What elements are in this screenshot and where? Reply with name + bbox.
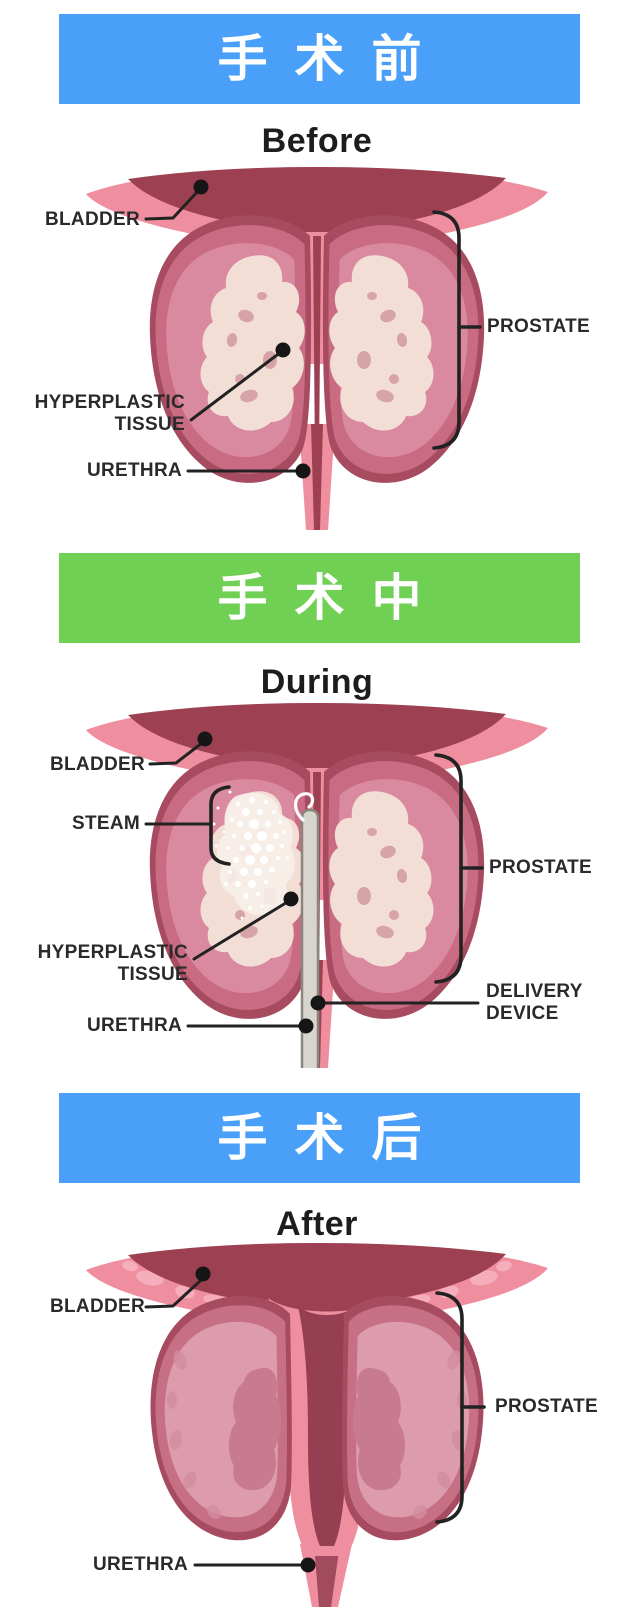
prostate-left-lobe	[150, 1296, 292, 1541]
steam-dots	[212, 790, 290, 920]
heading-before: Before	[261, 122, 373, 160]
label-hyperplastic-tissue-during: HYPERPLASTIC TISSUE	[25, 942, 188, 986]
banner-during-surgery: 手术中	[59, 553, 580, 643]
bladder	[86, 167, 548, 278]
label-delivery-line1: DELIVERY	[486, 981, 583, 1002]
label-prostate-before: PROSTATE	[487, 316, 591, 337]
annotation-lines	[144, 179, 482, 479]
steam-jet	[294, 792, 315, 822]
label-steam: STEAM	[72, 813, 140, 834]
prostate-right-lobe	[342, 1296, 484, 1541]
label-prostate-after: PROSTATE	[495, 1396, 599, 1417]
label-hyperplastic-line1: HYPERPLASTIC	[37, 942, 188, 963]
label-bladder-before: BLADDER	[45, 209, 140, 230]
illustration-before	[0, 164, 634, 530]
banner-post-surgery: 手术后	[59, 1093, 580, 1183]
label-urethra-before: URETHRA	[87, 460, 182, 481]
annotation-lines	[144, 731, 484, 1034]
annotation-lines	[144, 1266, 486, 1573]
banner-post-surgery-text: 手术后	[217, 1110, 449, 1166]
bladder	[86, 703, 548, 814]
illustration-after	[0, 1240, 634, 1607]
label-prostate-during: PROSTATE	[489, 857, 593, 878]
label-hyperplastic-line2: TISSUE	[114, 414, 185, 435]
banner-pre-surgery-text: 手术前	[217, 31, 449, 87]
prostate-left-lobe	[149, 215, 312, 483]
illustration-during	[0, 700, 634, 1068]
label-urethra-after: URETHRA	[93, 1554, 188, 1575]
label-bladder-during: BLADDER	[50, 754, 145, 775]
heading-during: During	[260, 663, 374, 701]
banner-pre-surgery: 手术前	[59, 14, 580, 104]
label-hyperplastic-tissue-before: HYPERPLASTIC TISSUE	[25, 392, 185, 436]
prostate-right-lobe	[322, 751, 485, 1019]
banner-during-surgery-text: 手术中	[217, 570, 449, 626]
label-hyperplastic-line1: HYPERPLASTIC	[34, 392, 185, 413]
heading-after: After	[276, 1205, 358, 1243]
label-delivery-line2: DEVICE	[486, 1003, 559, 1024]
label-urethra-during: URETHRA	[87, 1015, 182, 1036]
label-bladder-after: BLADDER	[50, 1296, 145, 1317]
label-hyperplastic-line2: TISSUE	[117, 964, 188, 985]
prostate-right-lobe	[322, 215, 485, 483]
urethra-channel	[313, 236, 321, 460]
urethra-tube	[299, 424, 335, 530]
label-delivery-device: DELIVERY DEVICE	[486, 981, 583, 1025]
